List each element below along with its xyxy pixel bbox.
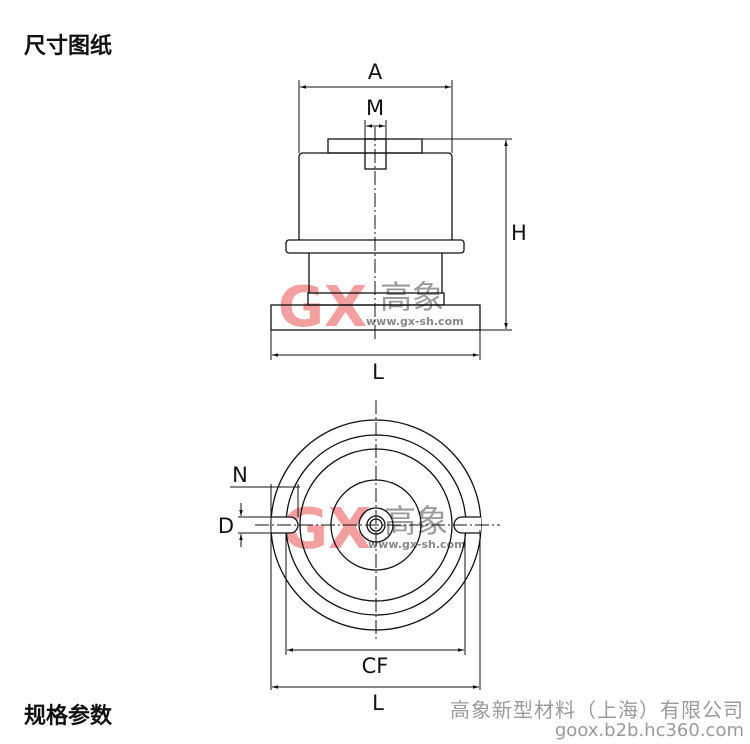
spec-title: 规格参数 <box>24 704 113 729</box>
label-a: A <box>368 60 383 84</box>
watermark-brand: 高象 <box>380 278 444 316</box>
watermark-url: www.gx-sh.com <box>366 315 464 328</box>
side-view: GX 高象 www.gx-sh.com <box>270 80 512 360</box>
label-n: N <box>232 463 248 487</box>
label-h: H <box>511 221 527 245</box>
label-l-side: L <box>372 360 384 384</box>
watermark-brand-2: 高象 <box>384 502 448 540</box>
label-cf: CF <box>362 654 389 678</box>
label-m: M <box>366 96 384 120</box>
drawing-title: 尺寸图纸 <box>24 34 113 59</box>
site-url: goox.b2b.hc360.com <box>554 720 744 741</box>
watermark-side: GX 高象 www.gx-sh.com <box>278 275 464 340</box>
top-view: GX 高象 www.gx-sh.com <box>230 400 500 690</box>
label-d: D <box>218 514 234 538</box>
company-name: 高象新型材料（上海）有限公司 <box>450 698 744 722</box>
watermark-logo: GX <box>278 275 367 340</box>
label-l-top: L <box>372 691 384 715</box>
watermark-top: GX 高象 www.gx-sh.com <box>282 497 466 562</box>
